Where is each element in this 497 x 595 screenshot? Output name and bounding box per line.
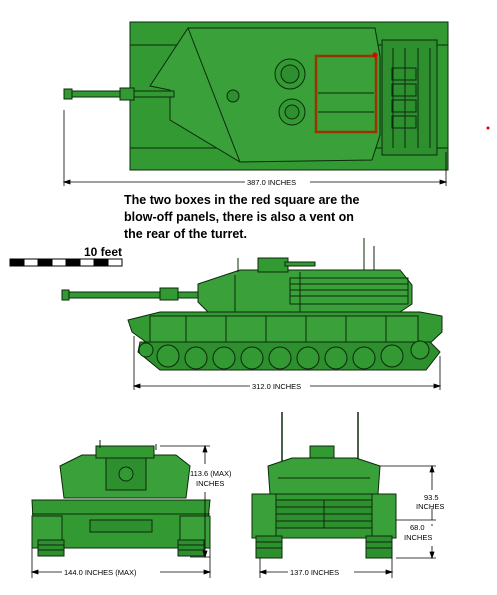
blow-off-panel-caption: The two boxes in the red square are the … (124, 192, 394, 243)
rear-height-dimensions (380, 464, 436, 560)
rear-height-2-unit: INCHES (404, 533, 432, 542)
front-height-label-2: INCHES (196, 479, 224, 488)
front-height-label-1: 113.6 (MAX) (190, 469, 232, 478)
caption-line-1: The two boxes in the red square are the (124, 193, 360, 207)
top-length-dimension (62, 110, 448, 186)
tank-top-view (63, 21, 449, 171)
tank-front-view (31, 440, 211, 557)
rear-height-1-unit: INCHES (416, 502, 444, 511)
tank-side-view (61, 238, 443, 371)
red-marker-dot (486, 126, 490, 130)
caption-line-3: the rear of the turret. (124, 227, 247, 241)
rear-height-1-value: 93.5 (424, 493, 439, 502)
scale-bar (9, 258, 123, 267)
side-length-label: 312.0 INCHES (252, 382, 301, 391)
front-height-dimension (160, 444, 210, 559)
rear-width-label: 137.0 INCHES (290, 568, 339, 577)
top-length-label: 387.0 INCHES (247, 178, 296, 187)
front-width-dimension (30, 548, 212, 578)
front-width-label: 144.0 INCHES (MAX) (64, 568, 137, 577)
rear-height-2-value: 68.0 (410, 523, 425, 532)
tank-rear-view (251, 412, 397, 559)
blow-off-panel-highlight (314, 52, 378, 134)
scale-bar-label: 10 feet (84, 245, 123, 259)
rear-width-dimension (258, 558, 394, 578)
side-length-dimension (132, 336, 442, 390)
caption-line-2: blow-off panels, there is also a vent on (124, 210, 354, 224)
